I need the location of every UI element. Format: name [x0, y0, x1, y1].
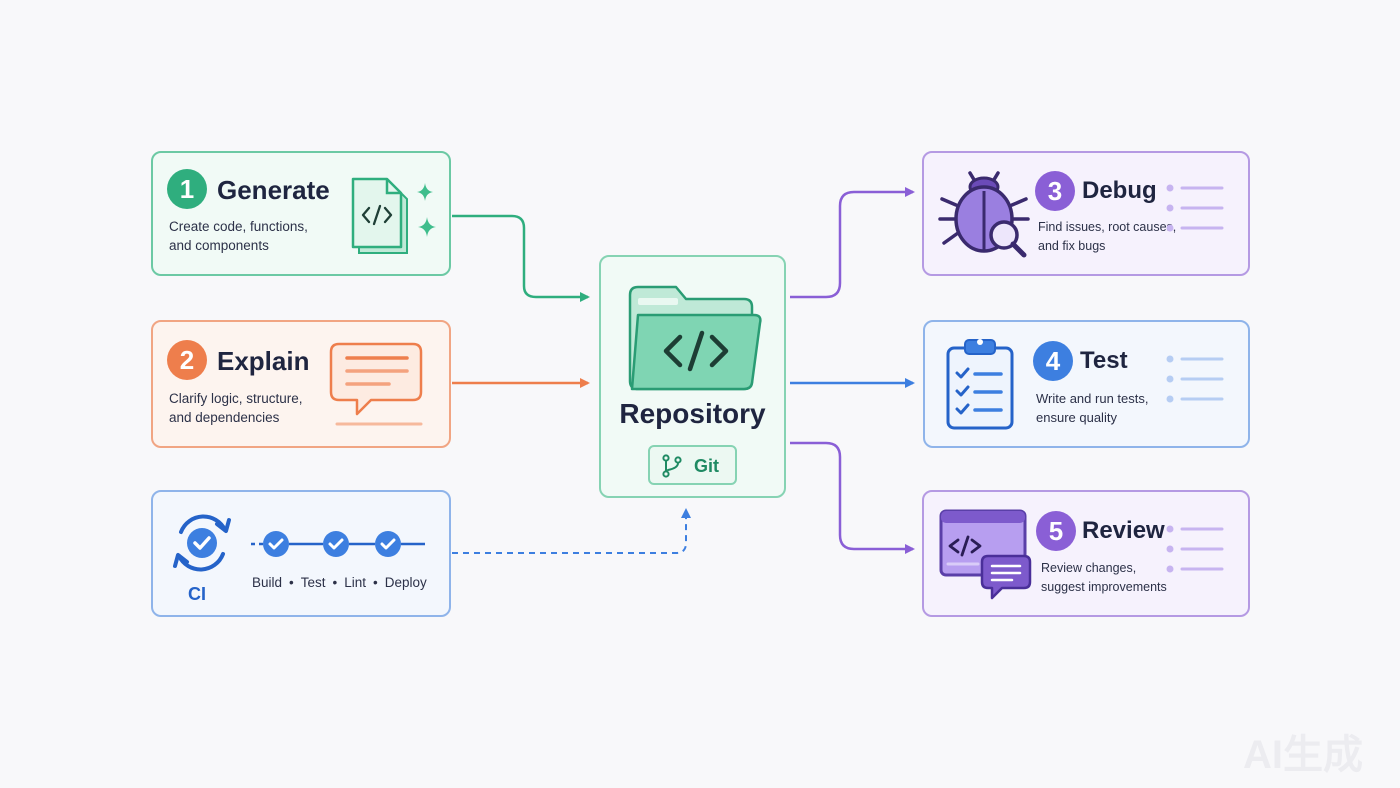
code-window-chat-icon: [939, 509, 1032, 600]
git-label: Git: [694, 456, 719, 476]
step-number-badge: 3: [1035, 171, 1075, 211]
connector-repo-to-review: [790, 441, 915, 554]
list-lines-icon: [1166, 525, 1224, 573]
ci-cycle-icon: [173, 514, 231, 572]
pipeline-check-icon: [323, 531, 349, 557]
pipeline-check-icon: [375, 531, 401, 557]
ci-stage-test: Test: [300, 575, 326, 590]
ci-stage-deploy: Deploy: [384, 575, 427, 590]
debug-card[interactable]: 3 Debug Find issues, root causes, and fi…: [922, 151, 1250, 276]
chat-bubble-icon: [329, 342, 423, 426]
connector-generate-to-repo: [452, 214, 590, 302]
code-file-sparkle-icon: [351, 177, 436, 254]
git-button[interactable]: Git: [648, 445, 737, 485]
step-title: Debug: [1082, 177, 1157, 204]
step-number-badge: 4: [1033, 341, 1073, 381]
step-number-badge: 5: [1036, 511, 1076, 551]
pipeline-check-icon: [263, 531, 289, 557]
generate-card[interactable]: 1 Generate Create code, functions, and c…: [151, 151, 451, 276]
step-title: Explain: [217, 346, 310, 376]
step-description: Find issues, root causes, and fix bugs: [1038, 220, 1177, 253]
step-title: Test: [1080, 347, 1128, 374]
bug-magnifier-icon: [938, 171, 1030, 258]
step-number-badge: 1: [167, 169, 207, 209]
ci-card[interactable]: [151, 490, 451, 617]
checklist-clipboard-icon: [946, 339, 1014, 430]
step-title: Review: [1082, 517, 1165, 544]
step-title: Generate: [217, 175, 330, 205]
list-lines-icon: [1166, 184, 1224, 232]
connector-ci-to-repo: [452, 508, 691, 554]
ci-stage-build: Build: [252, 575, 283, 590]
git-branch-icon: [662, 454, 682, 478]
explain-card[interactable]: 2 Explain Clarify logic, structure, and …: [151, 320, 451, 448]
repository-title: Repository: [619, 398, 766, 429]
step-description: Clarify logic, structure, and dependenci…: [169, 391, 303, 425]
step-description: Write and run tests, ensure quality: [1036, 391, 1149, 425]
ci-stage-list: Build•Test•Lint•Deploy: [252, 575, 427, 590]
review-card[interactable]: 5 Review Review changes, suggest improve…: [922, 490, 1250, 617]
step-description: Review changes, suggest improvements: [1041, 561, 1167, 594]
list-lines-icon: [1166, 355, 1224, 403]
connector-repo-to-debug: [790, 187, 915, 299]
code-folder-icon: [628, 285, 762, 391]
step-number-badge: 2: [167, 340, 207, 380]
ci-stage-lint: Lint: [344, 575, 367, 590]
ci-pipeline-progress: [251, 531, 425, 557]
repository-card[interactable]: [599, 255, 786, 498]
test-card[interactable]: 4 Test Write and run tests, ensure quali…: [923, 320, 1250, 448]
ci-label: CI: [188, 584, 206, 604]
ai-generated-watermark: AI生成: [1243, 733, 1363, 777]
step-description: Create code, functions, and components: [169, 219, 308, 253]
